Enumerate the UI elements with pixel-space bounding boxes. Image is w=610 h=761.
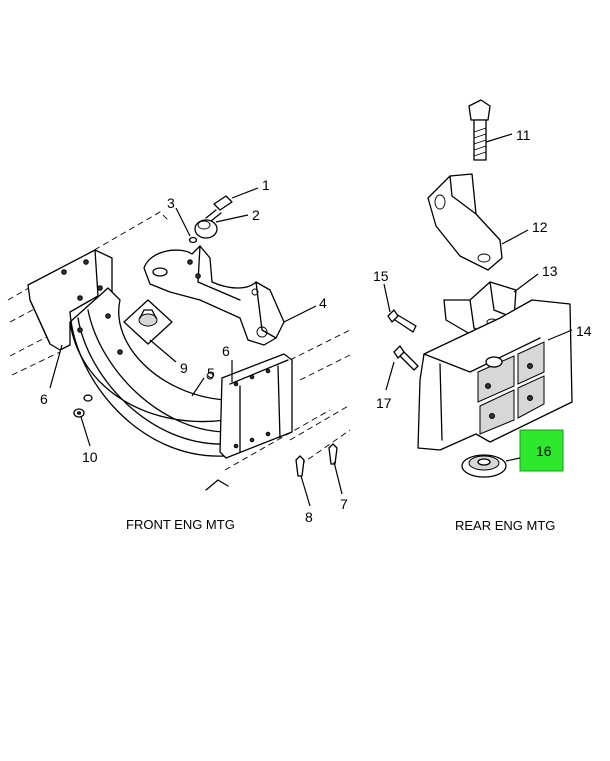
washers-10 <box>73 394 93 418</box>
callout-6-right[interactable]: 6 <box>222 343 230 359</box>
bolt-17 <box>393 345 419 371</box>
callout-3[interactable]: 3 <box>167 195 175 211</box>
callout-13[interactable]: 13 <box>542 263 558 279</box>
callout-7[interactable]: 7 <box>340 496 348 512</box>
rear-bracket-12 <box>427 173 503 271</box>
callout-16-highlight[interactable] <box>519 429 564 472</box>
callout-12[interactable]: 12 <box>532 219 548 235</box>
isolator-plate <box>123 299 173 345</box>
callout-5[interactable]: 5 <box>207 365 215 381</box>
caption-rear-eng-mtg: REAR ENG MTG <box>455 518 555 533</box>
snubber-2 <box>194 219 218 239</box>
bolt-8 <box>295 455 305 477</box>
callout-17[interactable]: 17 <box>376 395 392 411</box>
front-engine-bracket <box>143 245 285 346</box>
callout-14[interactable]: 14 <box>576 323 592 339</box>
callout-4[interactable]: 4 <box>319 295 327 311</box>
bolt-11 <box>468 99 491 161</box>
caption-front-eng-mtg: FRONT ENG MTG <box>126 517 235 532</box>
bolt-15 <box>387 309 417 333</box>
callout-15[interactable]: 15 <box>373 268 389 284</box>
left-frame-bracket <box>27 249 113 351</box>
right-frame-bracket <box>205 353 293 491</box>
callout-9[interactable]: 9 <box>180 360 188 376</box>
callout-6-left[interactable]: 6 <box>40 391 48 407</box>
rear-crossmember-14 <box>417 299 573 451</box>
bolt-7 <box>328 443 338 465</box>
bolt-1 <box>205 195 233 222</box>
callout-8[interactable]: 8 <box>305 509 313 525</box>
callout-11[interactable]: 11 <box>516 127 531 143</box>
callout-1[interactable]: 1 <box>262 177 270 193</box>
callout-2[interactable]: 2 <box>252 207 260 223</box>
washer-16 <box>461 454 507 478</box>
callout-10[interactable]: 10 <box>82 449 98 465</box>
callout-16[interactable]: 16 <box>536 443 552 459</box>
washer-3 <box>188 236 198 244</box>
leader-lines <box>49 133 573 507</box>
